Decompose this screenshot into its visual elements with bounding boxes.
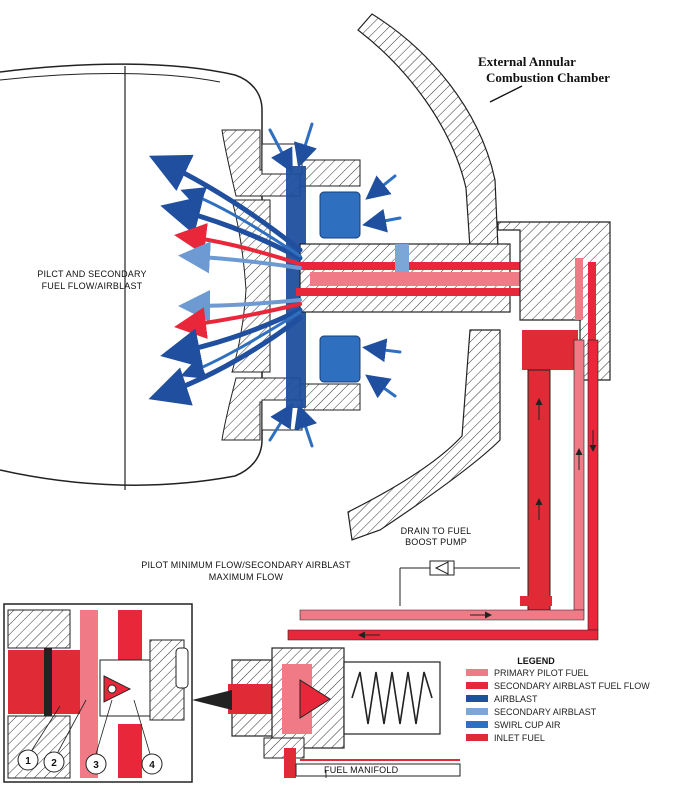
chamber-label-line1: External Annular bbox=[478, 54, 576, 69]
legend-item-3: SECONDARY AIRBLAST bbox=[494, 707, 597, 717]
valve-detail-inset bbox=[3, 603, 232, 783]
legend-item-4: SWIRL CUP AIR bbox=[494, 720, 561, 730]
chamber-label-line2: Combustion Chamber bbox=[486, 70, 610, 85]
minflow-label-line2: MAXIMUM FLOW bbox=[209, 572, 284, 582]
callout-3: 3 bbox=[93, 760, 99, 771]
legend-swatch-2 bbox=[466, 695, 488, 702]
legend-title: LEGEND bbox=[517, 656, 555, 666]
legend-item-0: PRIMARY PILOT FUEL bbox=[494, 668, 589, 678]
callout-4-circle bbox=[141, 753, 163, 775]
legend-swatch-4 bbox=[466, 721, 488, 728]
drain-label-line1: DRAIN TO FUEL bbox=[401, 526, 472, 536]
callout-3-circle bbox=[85, 753, 107, 775]
legend: LEGEND PRIMARY PILOT FUEL SECONDARY AIRB… bbox=[466, 656, 650, 743]
callout-4: 4 bbox=[149, 760, 155, 771]
legend-swatch-1 bbox=[466, 682, 488, 689]
legend-item-1: SECONDARY AIRBLAST FUEL FLOW bbox=[494, 681, 650, 691]
legend-item-2: AIRBLAST bbox=[494, 694, 538, 704]
inflow-arrows bbox=[268, 122, 402, 448]
pilot-label-line1: PILCT AND SECONDARY bbox=[37, 269, 147, 279]
nozzle-stem bbox=[296, 221, 611, 381]
pilot-label-line2: FUEL FLOW/AIRBLAST bbox=[42, 281, 143, 291]
callout-2-circle bbox=[43, 751, 65, 773]
callout-2: 2 bbox=[51, 758, 57, 769]
pipe-flow-arrows bbox=[358, 398, 597, 639]
swirl-cup-air bbox=[286, 166, 361, 408]
callout-group: 1 2 3 4 bbox=[17, 699, 163, 775]
fuel-manifold-label: FUEL MANIFOLD bbox=[324, 765, 399, 775]
flow-divider-valve bbox=[228, 647, 461, 778]
legend-swatch-5 bbox=[466, 734, 488, 741]
fuel-lines bbox=[287, 339, 599, 641]
legend-swatch-3 bbox=[466, 708, 488, 715]
callout-1-circle bbox=[17, 749, 39, 771]
chamber-leader-line bbox=[489, 85, 523, 103]
drain-label-line2: BOOST PUMP bbox=[405, 537, 467, 547]
legend-item-5: INLET FUEL bbox=[494, 733, 545, 743]
airflow-arrows bbox=[148, 154, 303, 406]
outer-chamber-wall bbox=[347, 13, 501, 541]
minflow-label-line1: PILOT MINIMUM FLOW/SECONDARY AIRBLAST bbox=[141, 560, 351, 570]
callout-1: 1 bbox=[25, 756, 31, 767]
legend-swatch-0 bbox=[466, 669, 488, 676]
